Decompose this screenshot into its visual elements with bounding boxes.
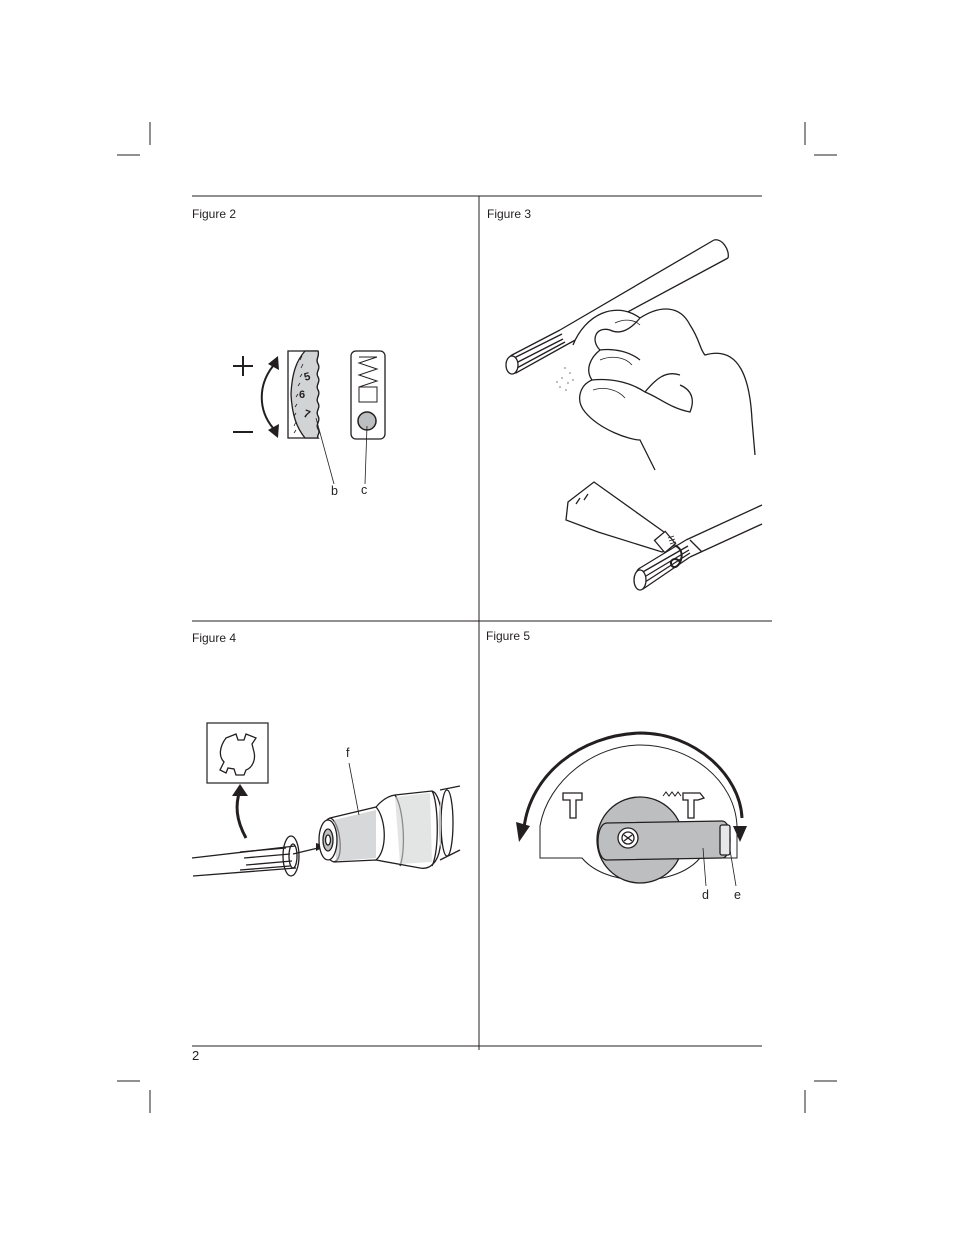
figure-5-label: Figure 5 xyxy=(486,629,530,643)
crop-marks xyxy=(117,122,837,1113)
page-number: 2 xyxy=(192,1048,199,1063)
callout-c: c xyxy=(361,483,367,497)
figure-2-art xyxy=(233,351,385,484)
callout-e: e xyxy=(734,888,741,902)
hand xyxy=(573,309,755,470)
callout-d: d xyxy=(702,888,709,902)
figure-4-label: Figure 4 xyxy=(192,631,236,645)
callout-b: b xyxy=(331,484,338,498)
lock-button xyxy=(720,825,730,855)
figure-4-art xyxy=(192,723,460,876)
callout-f: f xyxy=(346,746,349,760)
figure-5-art xyxy=(516,733,747,886)
dial-digit: 6 xyxy=(299,389,305,401)
figure-3-art xyxy=(506,240,762,590)
figure-2-label: Figure 2 xyxy=(192,207,236,221)
figure-3-label: Figure 3 xyxy=(487,207,531,221)
grease-tube xyxy=(566,482,668,552)
